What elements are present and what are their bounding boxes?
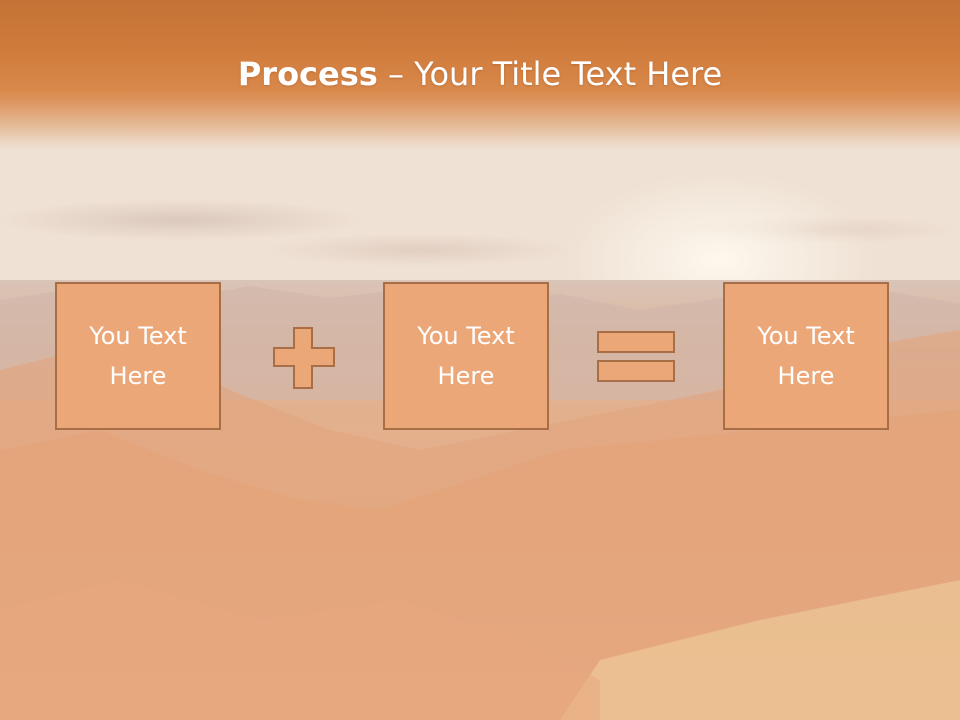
background-mountains: [0, 286, 960, 720]
process-box-2[interactable]: You Text Here: [383, 282, 549, 430]
title-rest-text: – Your Title Text Here: [377, 55, 723, 93]
process-box-3-text: You Text Here: [757, 322, 855, 390]
page-title: Process – Your Title Text Here: [0, 52, 960, 96]
process-box-2-text: You Text Here: [417, 322, 515, 390]
title-bold-text: Process: [237, 55, 378, 93]
title-band: [0, 0, 960, 150]
process-box-1-text: You Text Here: [89, 322, 187, 390]
equals-icon: [597, 331, 675, 382]
process-box-1[interactable]: You Text Here: [55, 282, 221, 430]
plus-icon: [273, 327, 335, 389]
process-box-3[interactable]: You Text Here: [723, 282, 889, 430]
